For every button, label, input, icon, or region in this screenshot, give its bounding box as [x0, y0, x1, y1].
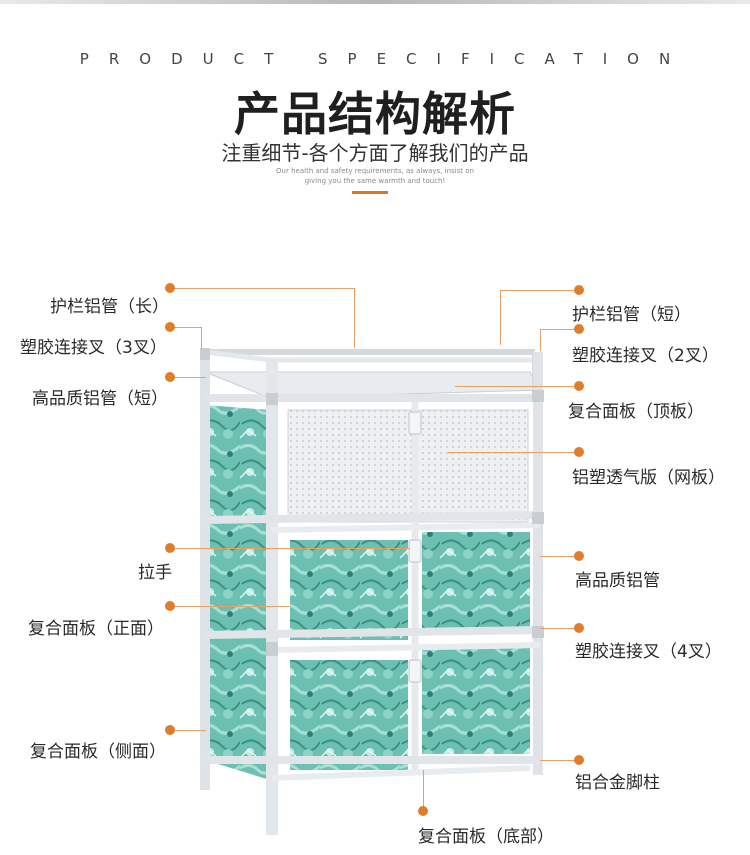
label-panel-bottom: 复合面板（底部） [418, 827, 554, 847]
english-line-2: giving you the same warmth and touch! [304, 177, 446, 185]
title-underline [352, 191, 388, 194]
label-plastic-2: 塑胶连接叉（2叉） [572, 346, 719, 366]
callout-dot-plastic4 [574, 623, 584, 633]
leader-plastic3-v [201, 327, 202, 349]
label-panel-side: 复合面板（侧面） [30, 742, 166, 762]
callout-dot-leg [574, 755, 584, 765]
label-panel-front: 复合面板（正面） [28, 619, 164, 639]
label-mesh-panel: 铝塑透气版（网板） [572, 468, 725, 488]
top-bar [0, 0, 750, 4]
callout-dot-tube-quality [574, 551, 584, 561]
leader-guard-short-v [500, 290, 501, 345]
leader-plastic3-h [170, 327, 202, 328]
callout-dot-panel-front [165, 601, 175, 611]
callout-dot-plastic2 [574, 324, 584, 334]
callout-dot-tube-short [165, 372, 175, 382]
english-line-1: Our health and safety requirements, as a… [276, 167, 474, 175]
leader-panel-top [455, 386, 580, 387]
callout-dot-guard-short [574, 285, 584, 295]
leader-mesh-panel [448, 452, 580, 453]
page-subtitle: 注重细节-各个方面了解我们的产品 [221, 141, 529, 165]
leader-panel-bottom [423, 770, 424, 812]
leader-plastic2-h [540, 329, 580, 330]
label-tube-short-left: 高品质铝管（短） [32, 389, 168, 409]
spec-heading: PRODUCT SPECIFICATION [79, 50, 691, 68]
label-tube-quality: 高品质铝管 [575, 571, 660, 591]
label-guard-long: 护栏铝管（长） [50, 297, 169, 317]
label-plastic-3: 塑胶连接叉（3叉） [20, 338, 167, 358]
leader-tube-quality [540, 556, 580, 557]
leader-plastic4 [540, 628, 580, 629]
callout-dot-mesh [574, 447, 584, 457]
callout-dot-panel-top [574, 381, 584, 391]
page-title: 产品结构解析 [234, 87, 516, 141]
label-panel-top: 复合面板（顶板） [568, 402, 704, 422]
label-guard-short: 护栏铝管（短） [572, 305, 691, 325]
label-handle: 拉手 [138, 563, 172, 583]
callout-dot-panel-bottom [418, 806, 428, 816]
leader-guard-long-v [354, 288, 355, 348]
leader-guard-short-h [500, 290, 580, 291]
callout-dot-plastic3 [165, 322, 175, 332]
leader-guard-long-h [170, 288, 355, 289]
leader-tube-short-left [170, 377, 206, 378]
leader-handle [170, 548, 410, 549]
leader-panel-side [170, 730, 206, 731]
label-leg: 铝合金脚柱 [575, 773, 660, 793]
callout-dot-panel-side [165, 725, 175, 735]
label-plastic-4: 塑胶连接叉（4叉） [575, 642, 722, 662]
callout-dot-handle [165, 543, 175, 553]
leader-plastic2-v [540, 329, 541, 351]
callout-dot-guard-long [165, 283, 175, 293]
english-tagline: Our health and safety requirements, as a… [0, 166, 750, 186]
leader-leg [540, 760, 580, 761]
leader-panel-front [170, 606, 290, 607]
